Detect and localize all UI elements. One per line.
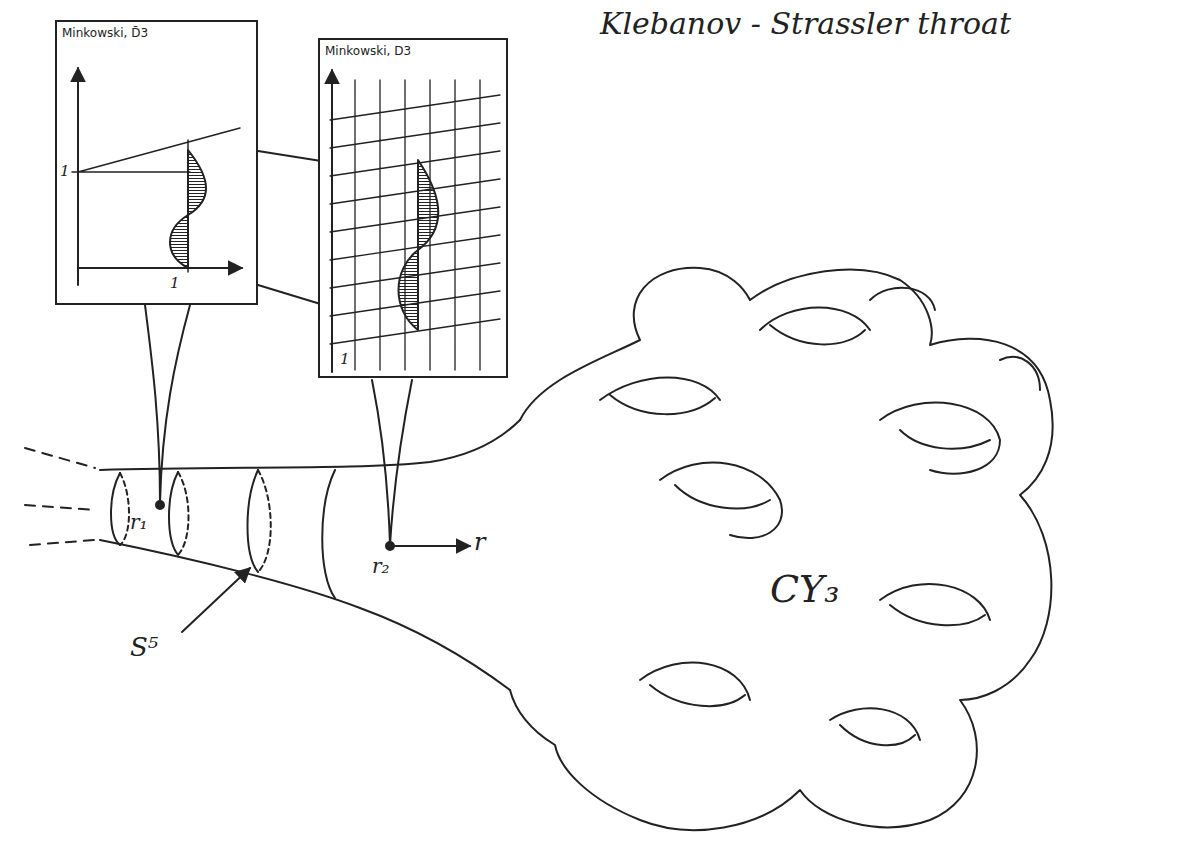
axis-line [72, 128, 240, 172]
calabi-yau-hole [600, 378, 720, 415]
calabi-yau-hole [640, 663, 750, 707]
diagram-label: CY₃ [770, 570, 839, 608]
diagram-label: r₂ [372, 556, 390, 576]
throat-cross-section [120, 473, 129, 545]
grid-lines [330, 80, 500, 370]
diagram-label: r [474, 530, 485, 554]
minkowski-panel: Minkowski, D̄3 [55, 20, 258, 305]
brane-position-dot [386, 542, 394, 550]
diagram-label: 1 [340, 352, 350, 367]
diagram-label: 1 [170, 276, 180, 291]
axis-arrow [331, 70, 333, 372]
throat-cross-section [169, 472, 178, 555]
throat-cross-section [248, 470, 259, 572]
calabi-yau-outline [510, 268, 1053, 830]
diagram-label: S⁵ [130, 634, 158, 660]
calabi-yau-hole [830, 708, 920, 745]
calabi-yau-hole [880, 584, 990, 625]
throat-dashed-end [25, 448, 95, 545]
brane-spike [145, 305, 190, 503]
axis-arrow [78, 267, 242, 269]
projection-line [258, 151, 318, 160]
calabi-yau-hole [660, 463, 782, 539]
axis-arrow [77, 68, 79, 285]
s5-pointer [182, 568, 250, 632]
minkowski-panel: Minkowski, D3 [318, 38, 508, 378]
radial-arrow [394, 545, 470, 547]
calabi-yau-hole [870, 288, 935, 310]
wave-axis [187, 140, 189, 272]
brane-position-dot [156, 501, 164, 509]
throat-cross-section [258, 470, 271, 572]
throat-lower-edge [100, 540, 510, 690]
brane-spike [372, 380, 412, 545]
panel-title: Minkowski, D3 [320, 41, 416, 61]
throat-cross-section [111, 473, 120, 545]
projection-line [258, 285, 318, 303]
diagram-label: r₁ [130, 512, 148, 532]
wave-profile [399, 160, 439, 330]
diagram-title: Klebanov - Strassler throat [600, 6, 1011, 41]
calabi-yau-hole [880, 403, 1000, 474]
throat-cross-section [322, 470, 335, 598]
panel-title: Minkowski, D̄3 [57, 23, 153, 43]
throat-cross-section [178, 472, 189, 555]
calabi-yau-hole [1000, 357, 1040, 390]
diagram-label: 1 [60, 164, 70, 179]
calabi-yau-hole [760, 308, 870, 345]
